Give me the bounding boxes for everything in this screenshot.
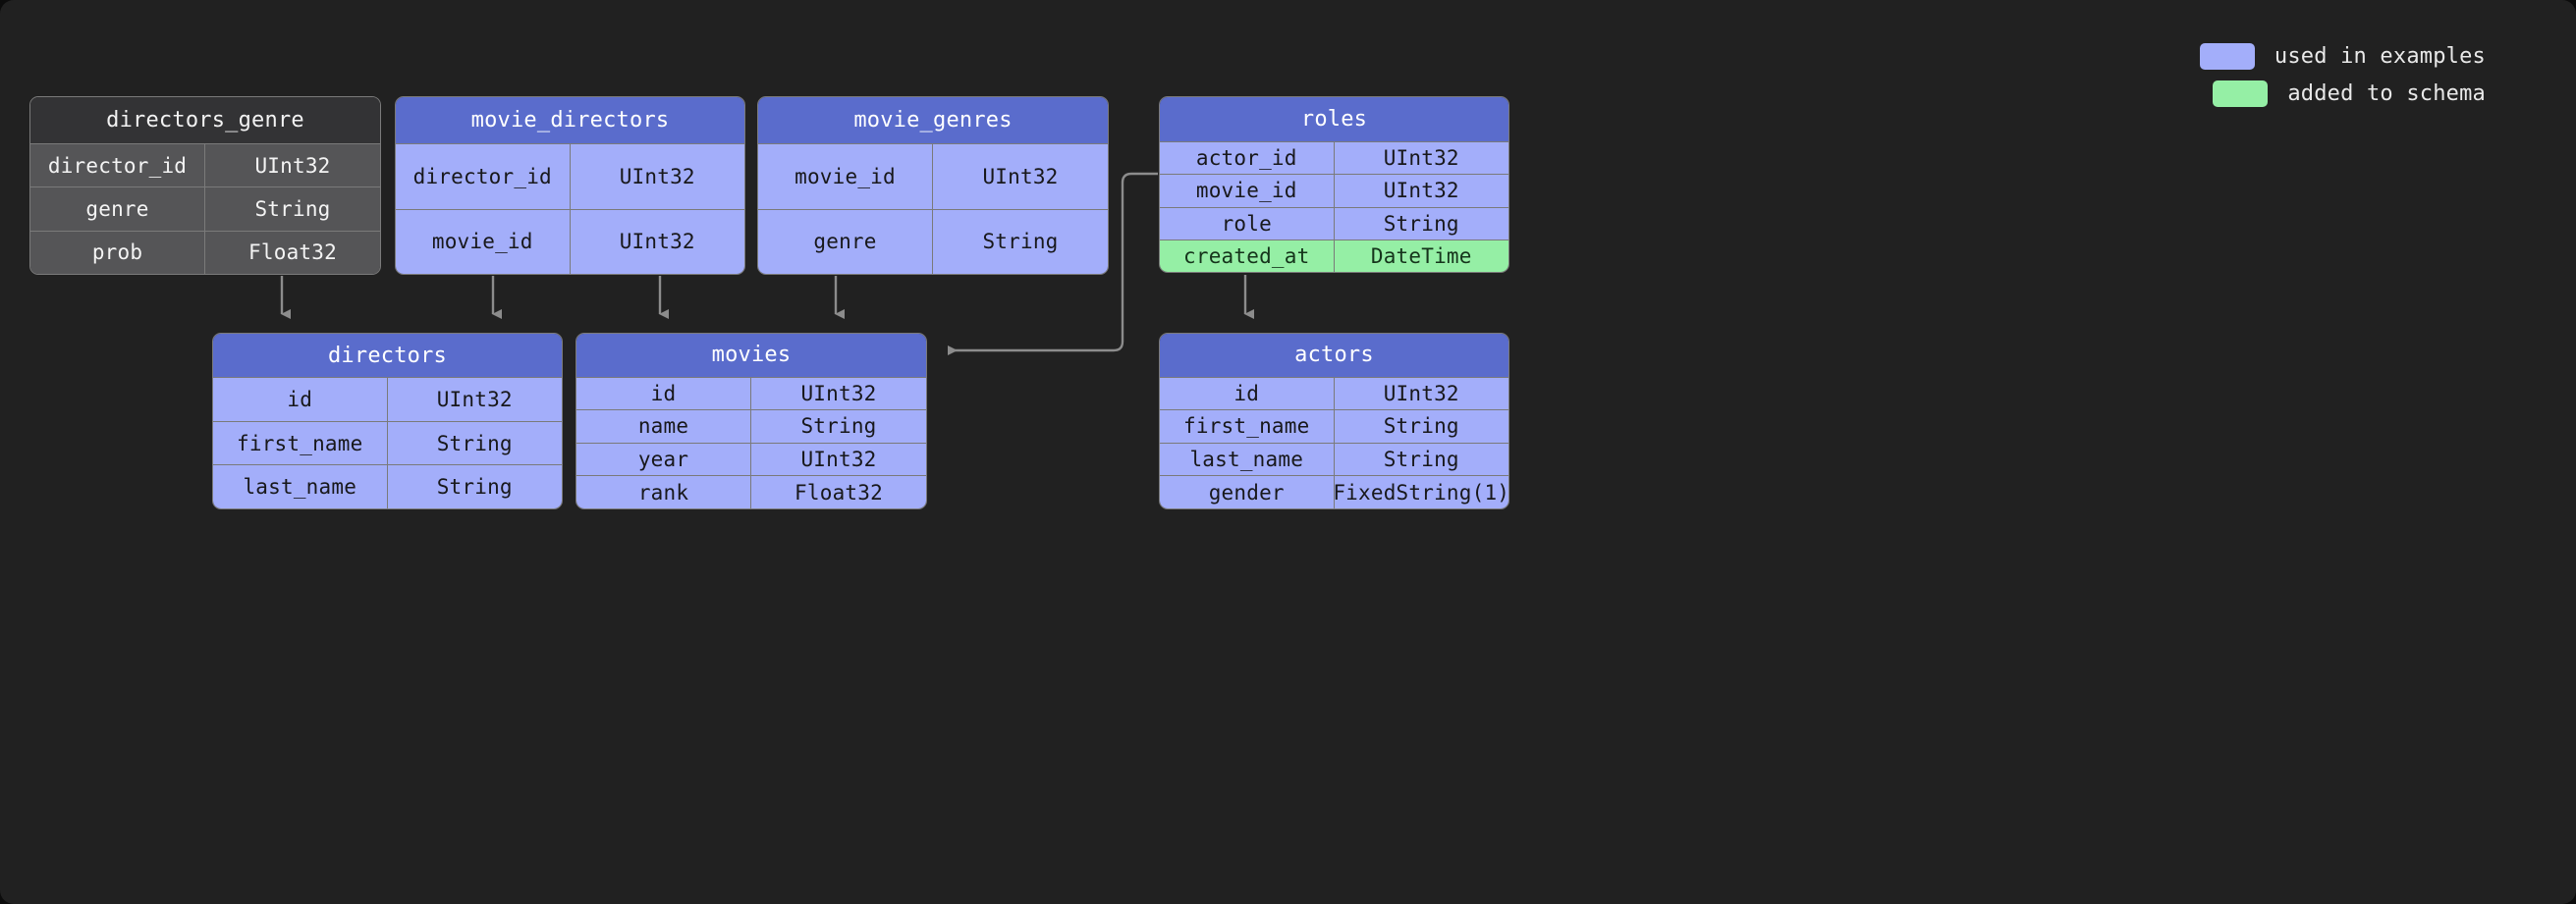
field-name: year — [576, 443, 751, 476]
field-type: UInt32 — [619, 165, 695, 189]
field-row[interactable]: first_name String — [213, 420, 562, 465]
field-name: first_name — [213, 421, 388, 465]
field-row[interactable]: movie_id UInt32 — [396, 208, 744, 274]
field-row[interactable]: first_name String — [1160, 409, 1508, 443]
legend-label-used-in-examples: used in examples — [2274, 44, 2486, 69]
entity-title-roles: roles — [1160, 97, 1508, 141]
legend-swatch-green — [2213, 80, 2269, 107]
field-row[interactable]: year UInt32 — [576, 442, 926, 476]
field-type: UInt32 — [1383, 179, 1459, 203]
field-name: last_name — [213, 465, 388, 508]
field-type: UInt32 — [982, 165, 1059, 189]
field-row[interactable]: movie_id UInt32 — [758, 143, 1108, 209]
field-name: id — [576, 377, 751, 410]
field-row[interactable]: last_name String — [213, 464, 562, 508]
field-type: String — [1383, 211, 1459, 236]
field-type: String — [436, 475, 513, 500]
field-type: UInt32 — [1383, 146, 1459, 171]
field-type: UInt32 — [1383, 381, 1459, 405]
field-name: created_at — [1160, 239, 1335, 272]
field-type: UInt32 — [800, 381, 877, 405]
field-name: genre — [30, 187, 205, 231]
legend-item-used-in-examples: used in examples — [2199, 43, 2486, 70]
field-name: actor_id — [1160, 141, 1335, 175]
field-row[interactable]: created_at DateTime — [1160, 239, 1508, 272]
entity-title-movie_genres: movie_genres — [758, 97, 1108, 144]
field-row[interactable]: director_id UInt32 — [396, 143, 744, 209]
field-type: DateTime — [1370, 243, 1472, 268]
legend-item-added-to-schema: added to schema — [2213, 80, 2486, 107]
field-type: String — [254, 197, 331, 222]
field-row[interactable]: prob Float32 — [30, 230, 380, 274]
field-name: name — [576, 410, 751, 443]
field-type: Float32 — [795, 480, 883, 505]
field-type: UInt32 — [254, 153, 331, 178]
field-row[interactable]: name String — [576, 409, 926, 443]
field-row[interactable]: director_id UInt32 — [30, 143, 380, 187]
field-row[interactable]: genre String — [758, 208, 1108, 274]
field-type: UInt32 — [436, 388, 513, 412]
entity-title-directors: directors — [213, 334, 562, 378]
field-name: genre — [758, 209, 933, 274]
legend: used in examples added to schema — [2199, 43, 2486, 107]
field-name: id — [213, 378, 388, 421]
field-type: Float32 — [248, 240, 337, 265]
field-name: prob — [30, 231, 205, 274]
field-name: id — [1160, 377, 1335, 410]
field-row[interactable]: id UInt32 — [1160, 376, 1508, 410]
legend-swatch-blue — [2199, 43, 2255, 70]
field-type: String — [436, 431, 513, 455]
field-name: director_id — [396, 144, 571, 209]
field-type: String — [1383, 448, 1459, 472]
field-type: UInt32 — [800, 448, 877, 472]
field-type: String — [982, 230, 1059, 254]
field-type: String — [1383, 414, 1459, 439]
field-type: FixedString(1) — [1334, 480, 1509, 505]
entity-title-actors: actors — [1160, 334, 1508, 377]
legend-label-added-to-schema: added to schema — [2287, 81, 2486, 106]
field-name: movie_id — [758, 144, 933, 209]
entity-title-movies: movies — [576, 334, 926, 377]
field-name: gender — [1160, 476, 1335, 508]
field-row[interactable]: last_name String — [1160, 442, 1508, 476]
field-row[interactable]: movie_id UInt32 — [1160, 174, 1508, 207]
field-name: movie_id — [396, 209, 571, 274]
field-name: movie_id — [1160, 175, 1335, 207]
field-row[interactable]: id UInt32 — [576, 376, 926, 410]
field-name: role — [1160, 207, 1335, 239]
field-row[interactable]: id UInt32 — [213, 377, 562, 421]
field-name: first_name — [1160, 410, 1335, 443]
field-row[interactable]: actor_id UInt32 — [1160, 140, 1508, 175]
field-name: director_id — [30, 144, 205, 187]
field-type: UInt32 — [619, 230, 695, 254]
field-type: String — [800, 414, 877, 439]
field-row[interactable]: genre String — [30, 186, 380, 231]
entity-title-directors_genre: directors_genre — [30, 97, 380, 144]
field-row[interactable]: rank Float32 — [576, 475, 926, 508]
field-row[interactable]: role String — [1160, 206, 1508, 239]
entity-title-movie_directors: movie_directors — [396, 97, 744, 144]
field-name: rank — [576, 476, 751, 508]
field-name: last_name — [1160, 443, 1335, 476]
